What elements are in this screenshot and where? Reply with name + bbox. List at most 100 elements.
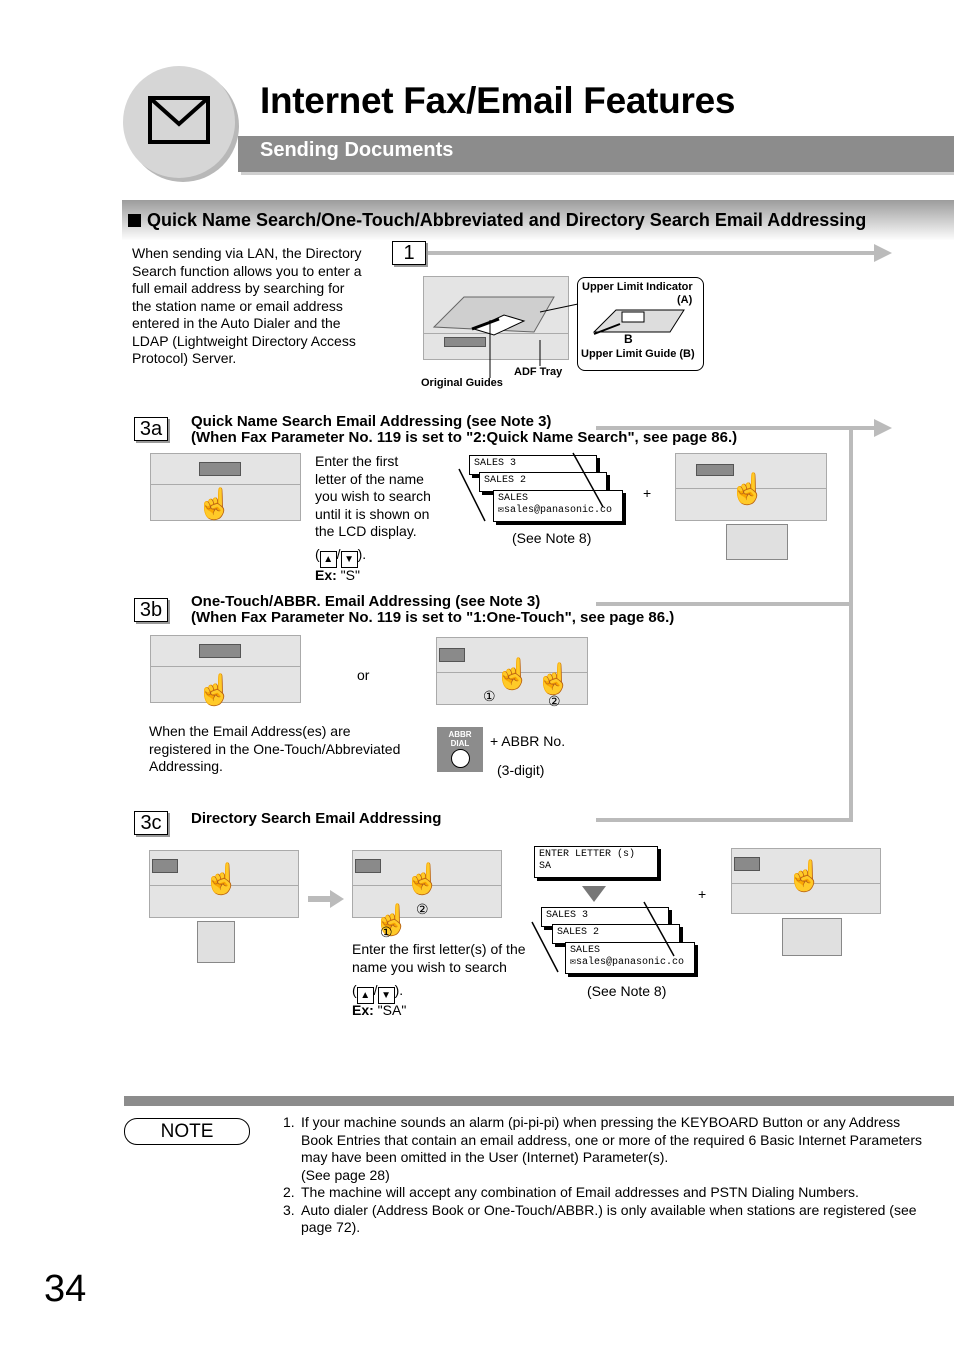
note-label: NOTE xyxy=(124,1118,250,1145)
abbr-label: ABBR xyxy=(448,730,472,739)
plus-sign: + xyxy=(643,485,652,501)
hand-pointer-icon: ☝ xyxy=(494,658,532,691)
step-3b-heading: One-Touch/ABBR. Email Addressing (see No… xyxy=(191,594,674,626)
intro-line: the station name or email address xyxy=(132,297,343,314)
page-subtitle: Sending Documents xyxy=(260,139,454,161)
step-3b-desc-line: Addressing. xyxy=(149,758,223,774)
note-text: Auto dialer (Address Book or One-Touch/A… xyxy=(301,1201,917,1236)
up-arrow-key-icon: ▲ xyxy=(319,551,337,568)
step-number-2: ② xyxy=(416,901,429,917)
note-item: 2. The machine will accept any combinati… xyxy=(283,1184,923,1202)
step-3b-label: 3b xyxy=(134,598,168,622)
adf-tray-label: ADF Tray xyxy=(514,366,563,378)
intro-line: full email address by searching for xyxy=(132,280,345,296)
step-1-label: 1 xyxy=(392,241,426,265)
step-3b-heading-line2: (When Fax Parameter No. 119 is set to "1… xyxy=(191,609,675,626)
abbr-dial-button-icon: ABBR DIAL xyxy=(437,727,483,772)
down-arrow-key-icon: ▼ xyxy=(377,987,395,1004)
callout-leaders xyxy=(489,303,579,378)
note-item: 3. Auto dialer (Address Book or One-Touc… xyxy=(283,1202,923,1237)
upper-limit-guide-label: Upper Limit Guide (B) xyxy=(581,348,695,360)
control-panel-3c-3 xyxy=(731,848,881,914)
note-number: 2. xyxy=(283,1184,295,1200)
lcd-line-sales: SALES ✉sales@panasonic.co xyxy=(493,490,623,522)
note-number: 3. xyxy=(283,1201,295,1218)
subtitle-bar xyxy=(238,136,954,172)
header-emblem xyxy=(123,66,235,178)
ex-value: "S" xyxy=(336,567,360,583)
plus-sign: + xyxy=(698,886,707,902)
3c-arrows xyxy=(531,901,675,973)
3a-arrows xyxy=(458,452,604,522)
intro-line: entered in the Auto Dialer and the xyxy=(132,315,341,331)
original-guides-label: Original Guides xyxy=(421,377,503,389)
step-3a-heading-line1: Quick Name Search Email Addressing (see … xyxy=(191,413,552,430)
step-3a-heading-line2: (When Fax Parameter No. 119 is set to "2… xyxy=(191,429,738,446)
note-text: The machine will accept any combination … xyxy=(301,1184,859,1200)
step-3b-desc-line: When the Email Address(es) are xyxy=(149,723,351,739)
lcd-line-sales2: SALES 2 xyxy=(552,924,680,944)
control-panel-3c-1 xyxy=(149,850,299,918)
hand-pointer-icon: ☝ xyxy=(729,473,767,506)
lcd-text: SALES 2 xyxy=(484,475,527,486)
intro-line: Search function allows you to enter a xyxy=(132,262,362,279)
upper-limit-callout: Upper Limit Indicator (A) A B Upper Limi… xyxy=(577,277,704,371)
down-arrow-key-icon: ▼ xyxy=(340,551,358,568)
ex-label: Ex: xyxy=(315,567,337,583)
step-3a-label: 3a xyxy=(134,417,168,441)
lcd-text: SALES 2 xyxy=(557,927,600,938)
lcd-text: SALES 3 xyxy=(474,458,517,469)
lcd-text: sales@panasonic.co xyxy=(576,957,685,968)
step-3a-desc-line: Enter the first xyxy=(315,453,399,469)
lcd-text: sales@panasonic.co xyxy=(504,505,613,516)
scanner-adf-illustration xyxy=(423,276,569,360)
step-3a-heading: Quick Name Search Email Addressing (see … xyxy=(191,414,737,446)
paren: ). xyxy=(357,546,367,562)
page-title: Internet Fax/Email Features xyxy=(260,80,736,121)
note-text: If your machine sounds an alarm (pi-pi-p… xyxy=(301,1114,922,1165)
step-3a-desc-line: letter of the name xyxy=(315,470,424,487)
section-title: Quick Name Search/One-Touch/Abbreviated … xyxy=(128,210,866,231)
step-3a-desc-line: you wish to search xyxy=(315,488,431,504)
hand-pointer-icon: ☝ xyxy=(535,663,573,696)
step-3a-desc-line: the LCD display. xyxy=(315,523,417,539)
dial-label: DIAL xyxy=(450,739,470,748)
lcd-enter-letter: ENTER LETTER (s) SA xyxy=(534,846,658,878)
step-3b-heading-line1: One-Touch/ABBR. Email Addressing (see No… xyxy=(191,593,541,610)
lcd-text: SALES xyxy=(570,945,601,956)
step-3a-keys: (▲/▼). xyxy=(315,546,366,568)
step-3b-desc-line: registered in the One-Touch/Abbreviated xyxy=(149,740,401,757)
hand-pointer-icon: ☝ xyxy=(373,904,411,937)
lcd-text: SALES xyxy=(498,493,529,504)
section-title-text: Quick Name Search/One-Touch/Abbreviated … xyxy=(147,210,867,230)
digits-text: (3-digit) xyxy=(497,762,545,778)
cursor-pad-icon xyxy=(726,524,788,560)
lcd-line-sales: SALES ✉sales@panasonic.co xyxy=(565,942,695,974)
see-note-8-3a: (See Note 8) xyxy=(512,530,592,546)
envelope-icon xyxy=(148,96,210,144)
step-3b-desc: When the Email Address(es) are registere… xyxy=(149,723,429,776)
section-bar xyxy=(122,200,954,240)
step-number-1: ① xyxy=(483,688,496,704)
intro-line: LDAP (Lightweight Directory Access xyxy=(132,332,356,349)
note-divider-bar xyxy=(124,1096,954,1106)
paren: ( xyxy=(315,546,320,562)
hand-pointer-icon: ☝ xyxy=(786,860,824,893)
or-text: or xyxy=(357,667,370,683)
note-text-extra: (See page 28) xyxy=(301,1166,390,1183)
step-3a-example: Ex: "S" xyxy=(315,567,360,585)
b-label: B xyxy=(624,332,633,346)
step-3c-keys: (▲/▼). xyxy=(352,982,403,1004)
cursor-pad-icon xyxy=(782,918,842,956)
step-3c-heading: Directory Search Email Addressing xyxy=(191,810,442,827)
hand-pointer-icon: ☝ xyxy=(196,488,234,521)
step-number-1: ① xyxy=(380,924,393,940)
control-panel-keyboard-3a xyxy=(150,453,301,521)
control-panel-3c-2 xyxy=(352,850,502,918)
cursor-pad-icon xyxy=(197,921,235,963)
see-note-8-3c: (See Note 8) xyxy=(587,983,667,999)
up-arrow-key-icon: ▲ xyxy=(356,987,374,1004)
step-3c-desc-line: Enter the first letter(s) of the xyxy=(352,941,526,957)
step-3c-example: Ex: "SA" xyxy=(352,1002,406,1020)
